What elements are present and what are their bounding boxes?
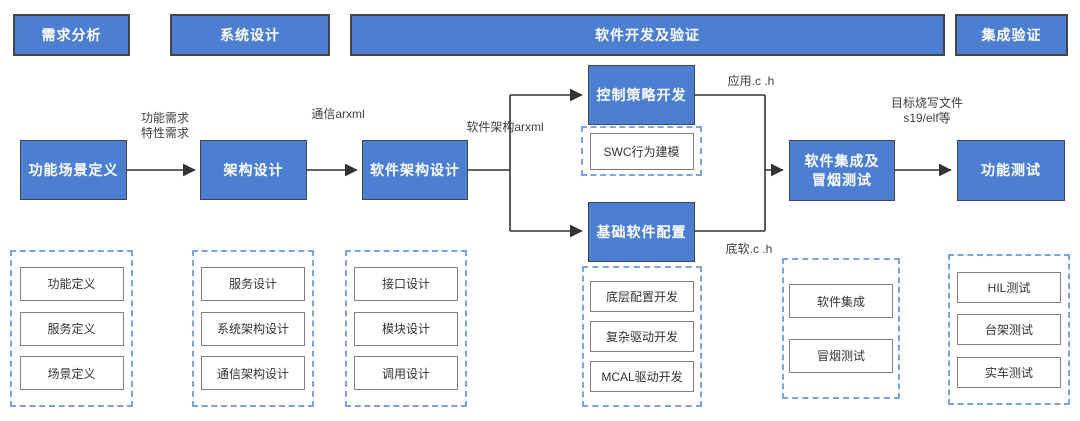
edge-label-base-files: 底软.c .h [725, 242, 773, 256]
task-item: SWC行为建模 [589, 132, 694, 170]
task-item: 模块设计 [354, 311, 458, 346]
task-item: 台架测试 [957, 314, 1061, 345]
task-item: HIL测试 [957, 271, 1061, 303]
phase-software-dev-verification: 软件开发及验证 [350, 14, 945, 56]
group-integration-tasks: 软件集成 冒烟测试 [782, 258, 900, 399]
task-item: 功能定义 [19, 266, 124, 301]
swc-modeling-group: SWC行为建模 [581, 126, 702, 176]
phase-requirements-analysis: 需求分析 [13, 14, 130, 56]
group-software-architecture-tasks: 接口设计 模块设计 调用设计 [345, 250, 467, 407]
task-item: 服务设计 [201, 266, 305, 301]
flow-function-test: 功能测试 [957, 140, 1065, 201]
task-item: 服务定义 [19, 311, 124, 346]
flow-integration-line1: 软件集成及 [804, 152, 880, 169]
edge-label-requirements-line1: 功能需求 [141, 111, 190, 125]
task-item: 接口设计 [354, 266, 458, 301]
edge-label-requirements: 功能需求 特性需求 [141, 111, 189, 141]
flow-control-strategy-dev: 控制策略开发 [588, 65, 695, 125]
task-item: MCAL驱动开发 [590, 361, 694, 392]
task-item: 场景定义 [19, 356, 124, 391]
task-item: 调用设计 [354, 356, 458, 391]
task-item: 通信架构设计 [201, 356, 305, 391]
edge-label-target-files: 目标烧写文件 s19/elf等 [891, 96, 963, 126]
task-item: 底层配置开发 [590, 281, 694, 312]
flow-architecture-design: 架构设计 [200, 140, 307, 200]
group-architecture-design-tasks: 服务设计 系统架构设计 通信架构设计 [192, 250, 314, 407]
task-item: 复杂驱动开发 [590, 321, 694, 352]
phase-integration-verification: 集成验证 [955, 14, 1068, 56]
edge-label-comm-arxml: 通信arxml [311, 107, 365, 121]
edge-label-target-files-line1: 目标烧写文件 [890, 96, 964, 110]
group-test-tasks: HIL测试 台架测试 实车测试 [948, 254, 1070, 405]
task-item: 实车测试 [957, 356, 1061, 388]
task-item: 系统架构设计 [201, 311, 305, 346]
edge-label-requirements-line2: 特性需求 [141, 126, 190, 140]
flow-integration-line2: 冒烟测试 [812, 171, 872, 188]
phase-system-design: 系统设计 [170, 14, 330, 56]
edge-label-target-files-line2: s19/elf等 [903, 111, 951, 125]
flow-basic-software-config: 基础软件配置 [588, 202, 695, 262]
group-basic-software-tasks: 底层配置开发 复杂驱动开发 MCAL驱动开发 [582, 266, 702, 407]
flow-software-architecture-design: 软件架构设计 [362, 140, 468, 200]
task-item: 软件集成 [789, 284, 893, 319]
edge-label-app-files: 应用.c .h [727, 74, 775, 88]
edge-label-sw-arch-arxml: 软件架构arxml [466, 120, 544, 134]
task-item: 冒烟测试 [789, 338, 893, 373]
flow-scenario-definition: 功能场景定义 [20, 140, 127, 200]
group-scenario-definition-tasks: 功能定义 服务定义 场景定义 [10, 250, 133, 407]
flow-software-integration-smoke-test: 软件集成及 冒烟测试 [789, 140, 895, 201]
